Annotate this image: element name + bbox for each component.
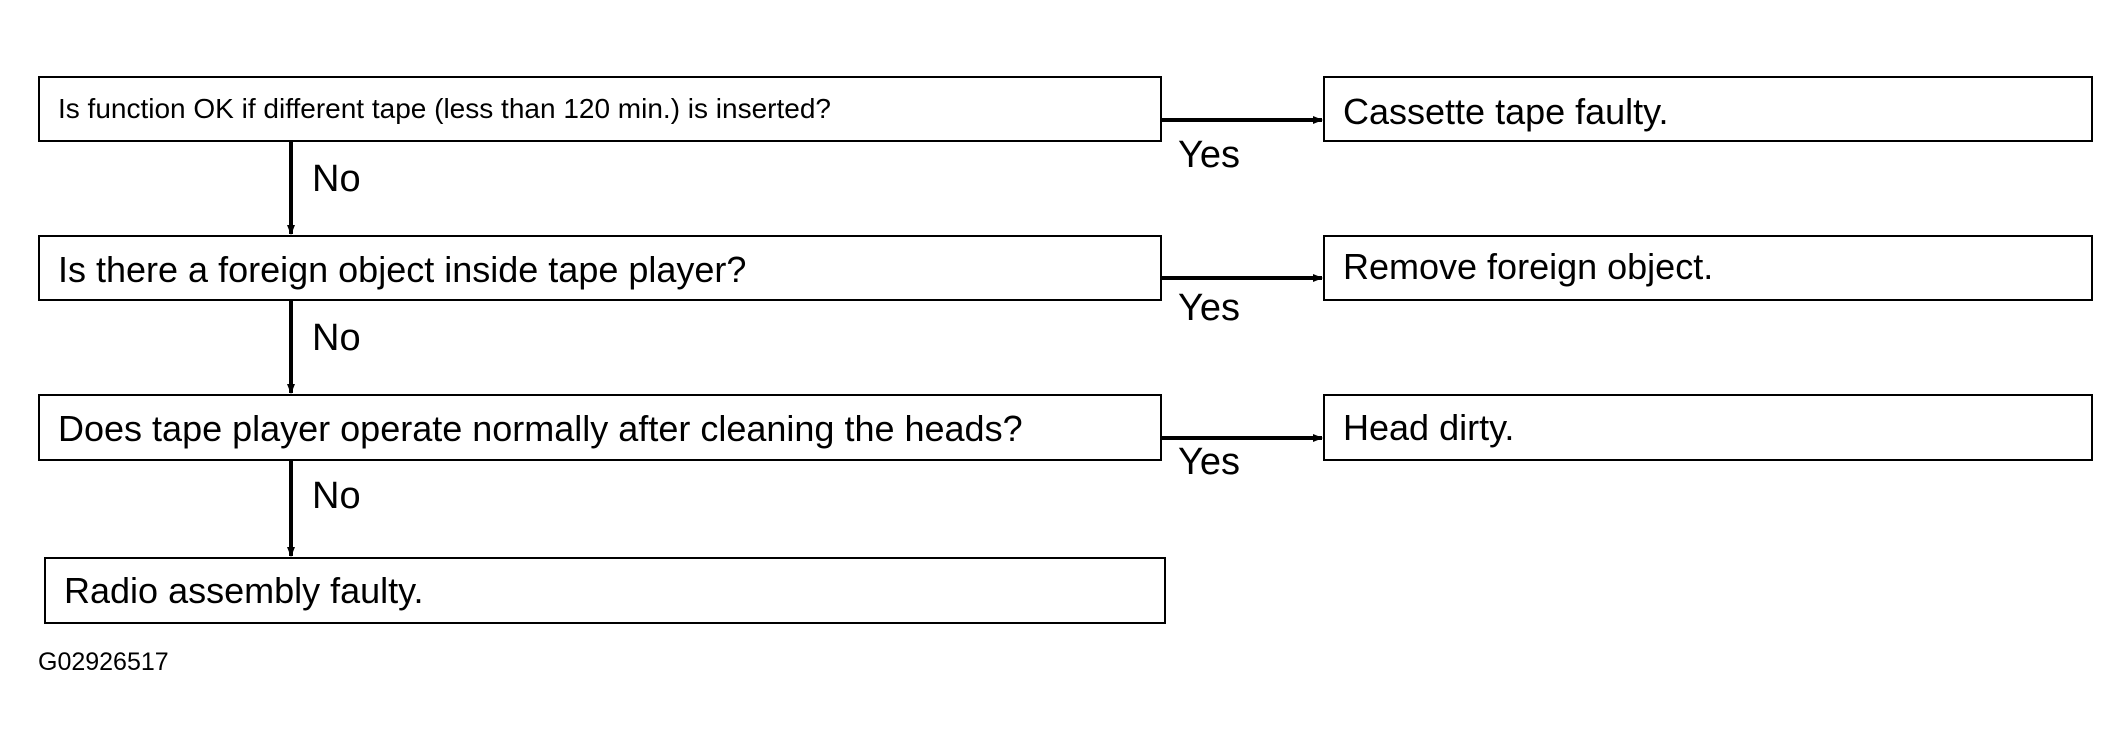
question-text-2: Is there a foreign object inside tape pl… [58,249,747,290]
question-box-1: Is function OK if different tape (less t… [38,76,1162,142]
question-box-2: Is there a foreign object inside tape pl… [38,235,1162,301]
yes-label-3: Yes [1178,441,1240,483]
question-text-3: Does tape player operate normally after … [58,408,1023,449]
figure-id: G02926517 [38,648,169,676]
final-text: Radio assembly faulty. [64,570,424,611]
no-label-1: No [312,158,361,200]
yes-label-2: Yes [1178,287,1240,329]
question-box-3: Does tape player operate normally after … [38,394,1162,461]
final-box: Radio assembly faulty. [44,557,1166,624]
outcome-box-2: Remove foreign object. [1323,235,2093,301]
outcome-text-1: Cassette tape faulty. [1343,91,1669,132]
question-text-1: Is function OK if different tape (less t… [58,93,831,124]
outcome-box-1: Cassette tape faulty. [1323,76,2093,142]
outcome-box-3: Head dirty. [1323,394,2093,461]
yes-label-1: Yes [1178,134,1240,176]
outcome-text-3: Head dirty. [1343,407,1515,448]
no-label-2: No [312,317,361,359]
outcome-text-2: Remove foreign object. [1343,246,1714,287]
no-label-3: No [312,475,361,517]
